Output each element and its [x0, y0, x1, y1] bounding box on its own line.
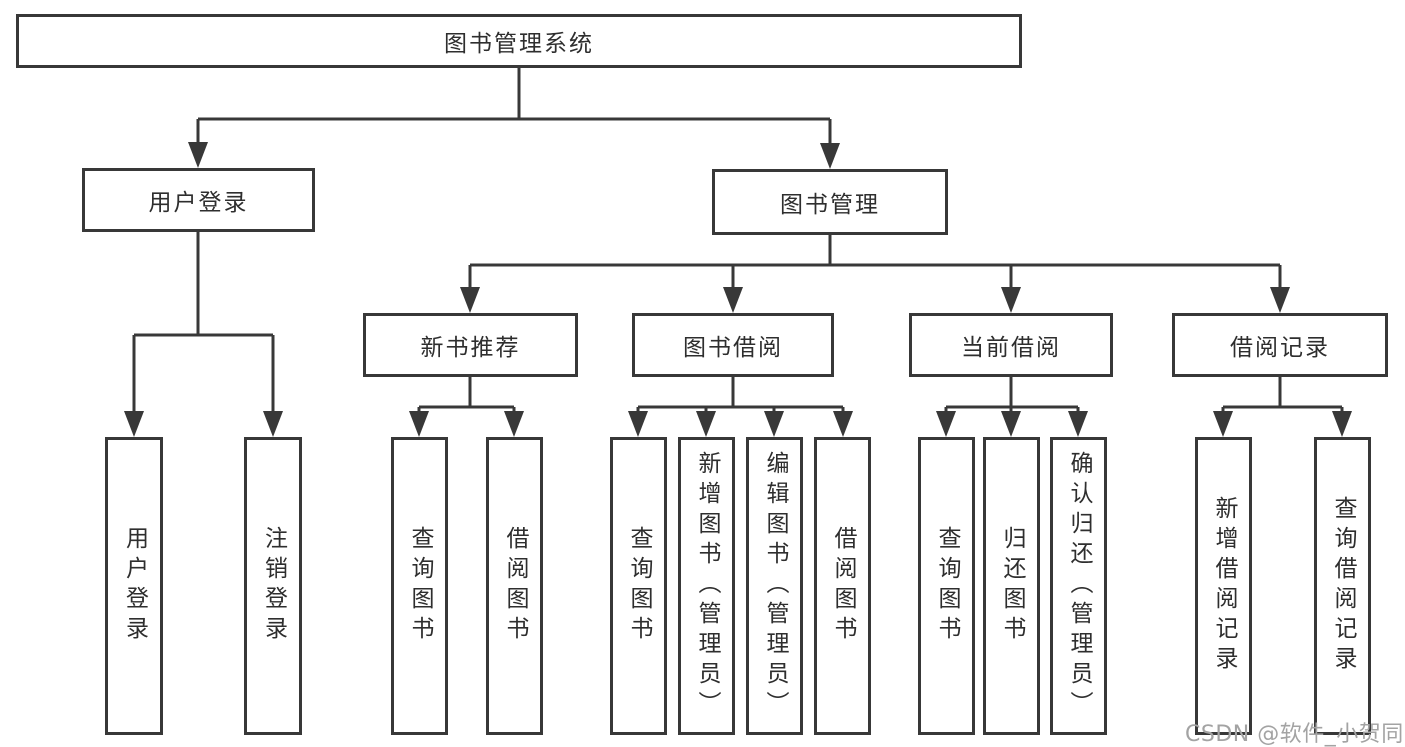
- csdn-watermark: CSDN @软件_小贺同学: [1185, 722, 1405, 747]
- leaf-logout: 注销登录: [244, 437, 302, 735]
- arrowheads: [124, 142, 1352, 437]
- leaf-user-login: 用户登录: [105, 437, 163, 735]
- leaf-query-books-borrow: 查询图书: [610, 437, 667, 735]
- node-root-library-system: 图书管理系统: [16, 14, 1022, 68]
- node-book-management: 图书管理: [712, 169, 948, 235]
- leaf-confirm-return-admin: 确认归还（管理员）: [1050, 437, 1107, 735]
- node-user-login: 用户登录: [82, 168, 315, 232]
- leaf-add-borrow-record: 新增借阅记录: [1195, 437, 1252, 735]
- leaf-query-books-current: 查询图书: [918, 437, 975, 735]
- node-book-borrow: 图书借阅: [632, 313, 834, 377]
- node-borrow-record: 借阅记录: [1172, 313, 1388, 377]
- leaf-query-borrow-record: 查询借阅记录: [1314, 437, 1371, 735]
- leaf-add-books-admin: 新增图书（管理员）: [678, 437, 735, 735]
- leaf-borrow-books: 借阅图书: [814, 437, 871, 735]
- node-new-book-recommend: 新书推荐: [363, 313, 578, 377]
- leaf-edit-books-admin: 编辑图书（管理员）: [746, 437, 803, 735]
- node-current-borrow: 当前借阅: [909, 313, 1113, 377]
- leaf-borrow-books-recommend: 借阅图书: [486, 437, 543, 735]
- leaf-return-books: 归还图书: [983, 437, 1040, 735]
- leaf-query-books-recommend: 查询图书: [391, 437, 448, 735]
